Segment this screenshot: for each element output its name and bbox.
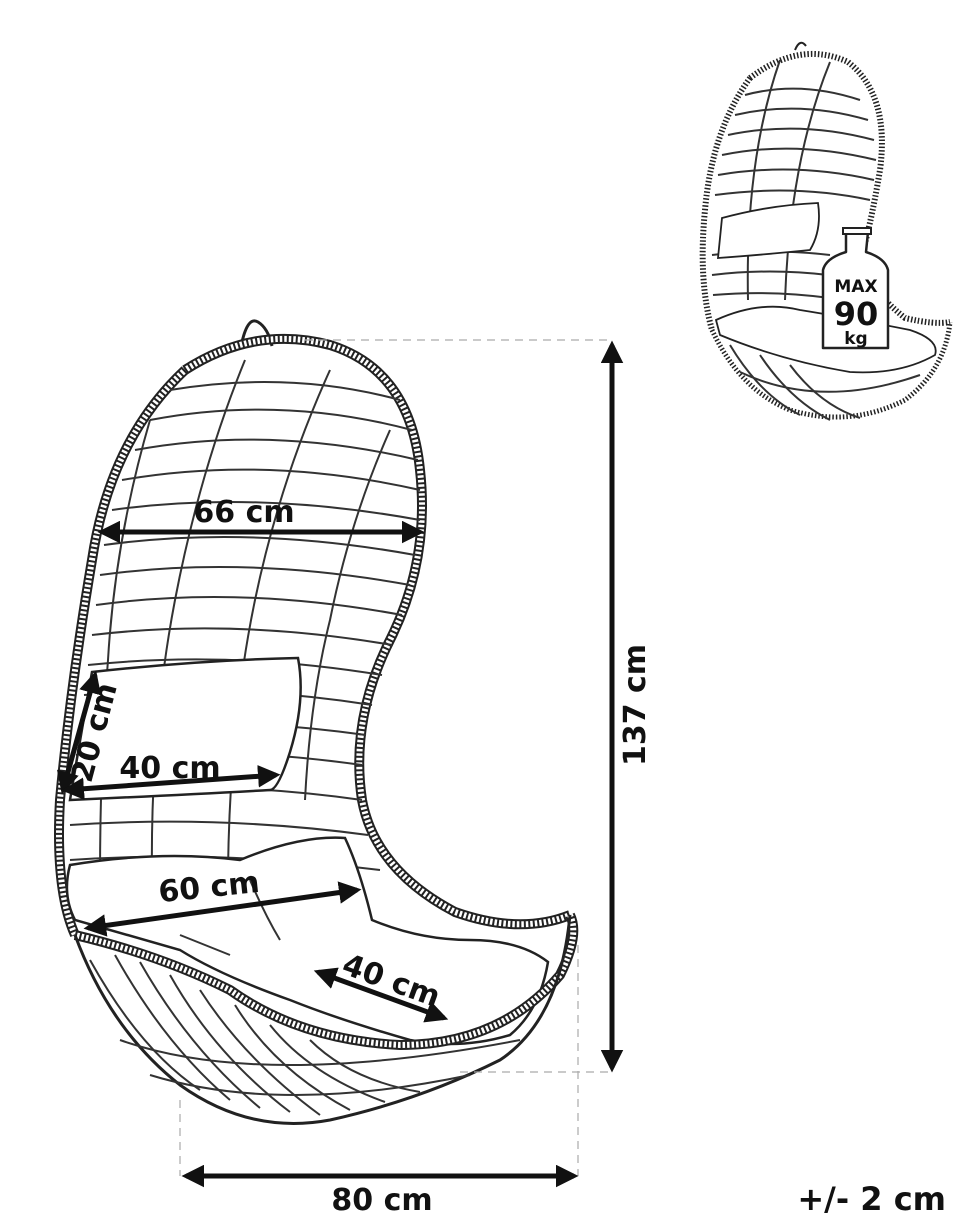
back-cushion-width-label: 40 cm [119,751,220,786]
height-label: 137 cm [618,644,653,766]
dimension-labels: 137 cm 80 cm 66 cm 20 cm 40 cm 60 cm 40 … [65,495,946,1213]
weight-max-label: MAX [834,277,877,297]
back-cushion-width-arrow [61,765,281,800]
hanging-egg-chair-main [54,319,579,1125]
dimension-guides [179,339,608,1176]
weight-unit: kg [844,329,867,349]
dimension-arrows [56,340,624,1188]
tolerance-label: +/- 2 cm [797,1180,946,1213]
weight-value: 90 [834,295,879,333]
depth-label: 66 cm [193,495,294,530]
seat-cushion [65,836,550,1046]
basket-ribs [89,954,521,1116]
width-label: 80 cm [331,1183,432,1213]
seat-depth-arrow [313,967,449,1023]
hanging-egg-chair-thumbnail [699,41,953,421]
weight-icon [821,230,890,350]
weight-limit-badge: MAX 90 kg [821,227,890,350]
seat-width-arrow [83,881,362,937]
